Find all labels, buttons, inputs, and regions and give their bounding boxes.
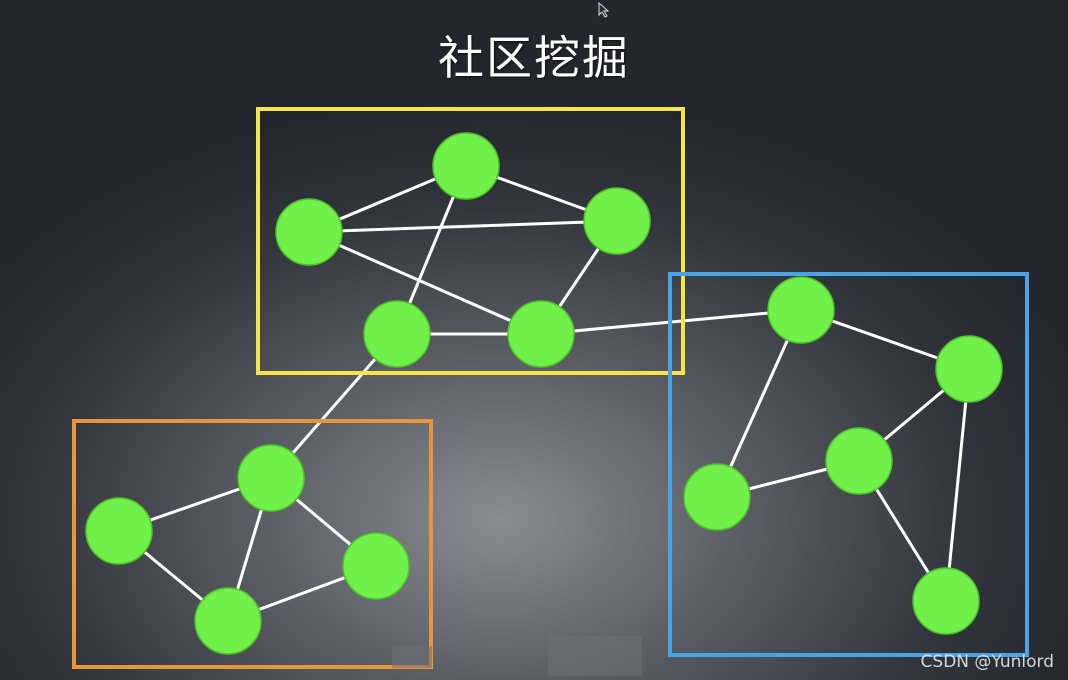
edge-t2-t3 [308,219,618,234]
node-r4 [683,463,751,531]
nodes-layer [85,132,1003,655]
tape-mark [392,646,432,668]
mouse-cursor-icon [598,2,610,18]
edge-r1-r4 [715,309,803,498]
tape-mark [548,636,642,676]
community-box-right [668,272,1029,657]
edges-layer [118,164,971,623]
edge-r2-r5 [944,368,971,602]
node-t5 [507,300,575,368]
node-r1 [767,276,835,344]
node-l3 [194,587,262,655]
community-boxes-layer [72,107,1029,669]
node-l2 [85,497,153,565]
community-box-left [72,419,433,669]
slide-title: 社区挖掘 [438,31,630,85]
community-box-top [256,107,685,375]
node-l4 [342,532,410,600]
node-t4 [363,300,431,368]
node-t3 [583,187,651,255]
node-t1 [432,132,500,200]
node-r5 [912,567,980,635]
edge-t2-t5 [308,230,542,336]
node-r2 [935,335,1003,403]
watermark: CSDN @Yunlord [920,652,1054,672]
node-t2 [275,198,343,266]
node-r3 [825,427,893,495]
node-l1 [237,444,305,512]
